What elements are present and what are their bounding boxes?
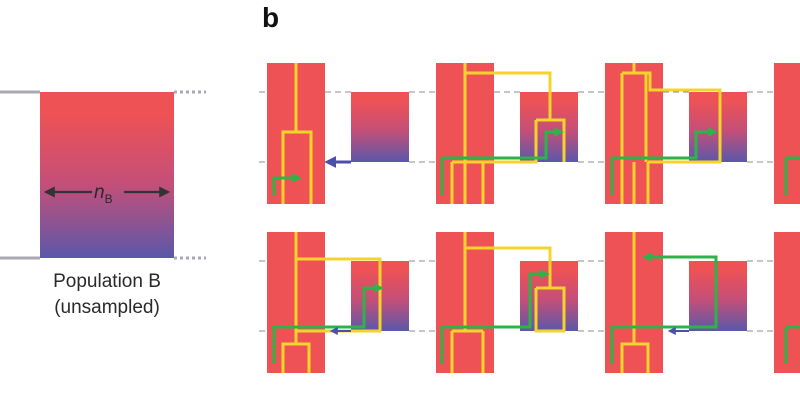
lineage-tree	[450, 63, 566, 204]
population-b-block	[689, 92, 747, 162]
migration-path	[784, 325, 800, 364]
lineage-tree	[281, 232, 382, 373]
migration-path	[272, 173, 302, 195]
population-b-panel: nB Population B (unsampled)	[0, 90, 206, 318]
scenario-row2-col1	[259, 232, 436, 373]
lineage-tree	[620, 232, 650, 373]
scenario-row2-col3	[605, 232, 774, 373]
scenario-row2-col4	[774, 232, 800, 373]
migration-path	[610, 252, 718, 364]
lineage-tree	[620, 63, 722, 204]
migration-path	[440, 269, 550, 364]
migration-path	[272, 283, 384, 364]
population-title: Population B	[53, 271, 161, 292]
population-b-block	[689, 261, 747, 331]
scenario-row1-col3	[605, 63, 774, 204]
panel-label: b	[262, 2, 279, 33]
population-subtitle: (unsampled)	[54, 297, 160, 318]
scenario-row1-col4	[774, 63, 800, 204]
migration-path	[440, 127, 564, 195]
lineage-tree	[450, 232, 566, 373]
population-b-block	[351, 92, 409, 162]
population-size-label: nB	[94, 182, 113, 206]
migration-path	[784, 156, 800, 195]
scenario-row2-col2	[436, 232, 605, 373]
scenario-row1-col2	[436, 63, 605, 204]
population-b-block	[40, 92, 174, 258]
migration-path	[610, 127, 718, 195]
lineage-tree	[281, 63, 313, 204]
scenario-row1-col1	[259, 63, 436, 204]
